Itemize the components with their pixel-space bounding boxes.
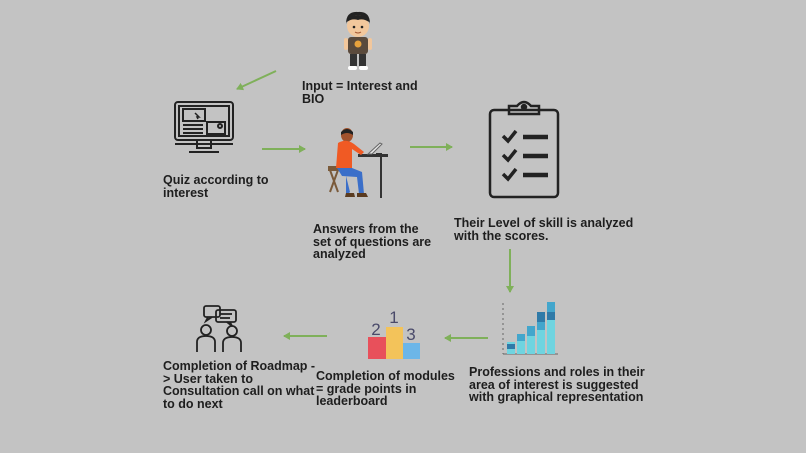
bar-chart-icon [500,300,560,358]
computer-monitor-icon [173,100,235,156]
step-skill-label: Their Level of skill is analyzed with th… [454,216,634,243]
step-quiz-label: Quiz according to interest [163,173,269,200]
user-avatar-icon [338,10,378,72]
step-modules-label: Completion of modules = grade points in … [316,369,455,408]
step-professions-label: Professions and roles in their area of i… [469,365,645,404]
podium-rank-3: 3 [406,325,415,344]
step-answers-label: Answers from the set of questions are an… [313,222,432,261]
podium-rank-1: 1 [389,308,398,327]
podium-rank-2: 2 [371,320,380,339]
consultation-chat-icon [194,304,246,354]
step-roadmap-label: Completion of Roadmap - > User taken to … [163,359,316,411]
podium-icon: 2 1 3 [366,307,422,359]
person-at-laptop-icon [328,126,390,200]
clipboard-checklist-icon [487,100,561,200]
step-input-label: Input = Interest and BIO [302,79,418,106]
arrow-input-to-quiz [236,70,277,91]
